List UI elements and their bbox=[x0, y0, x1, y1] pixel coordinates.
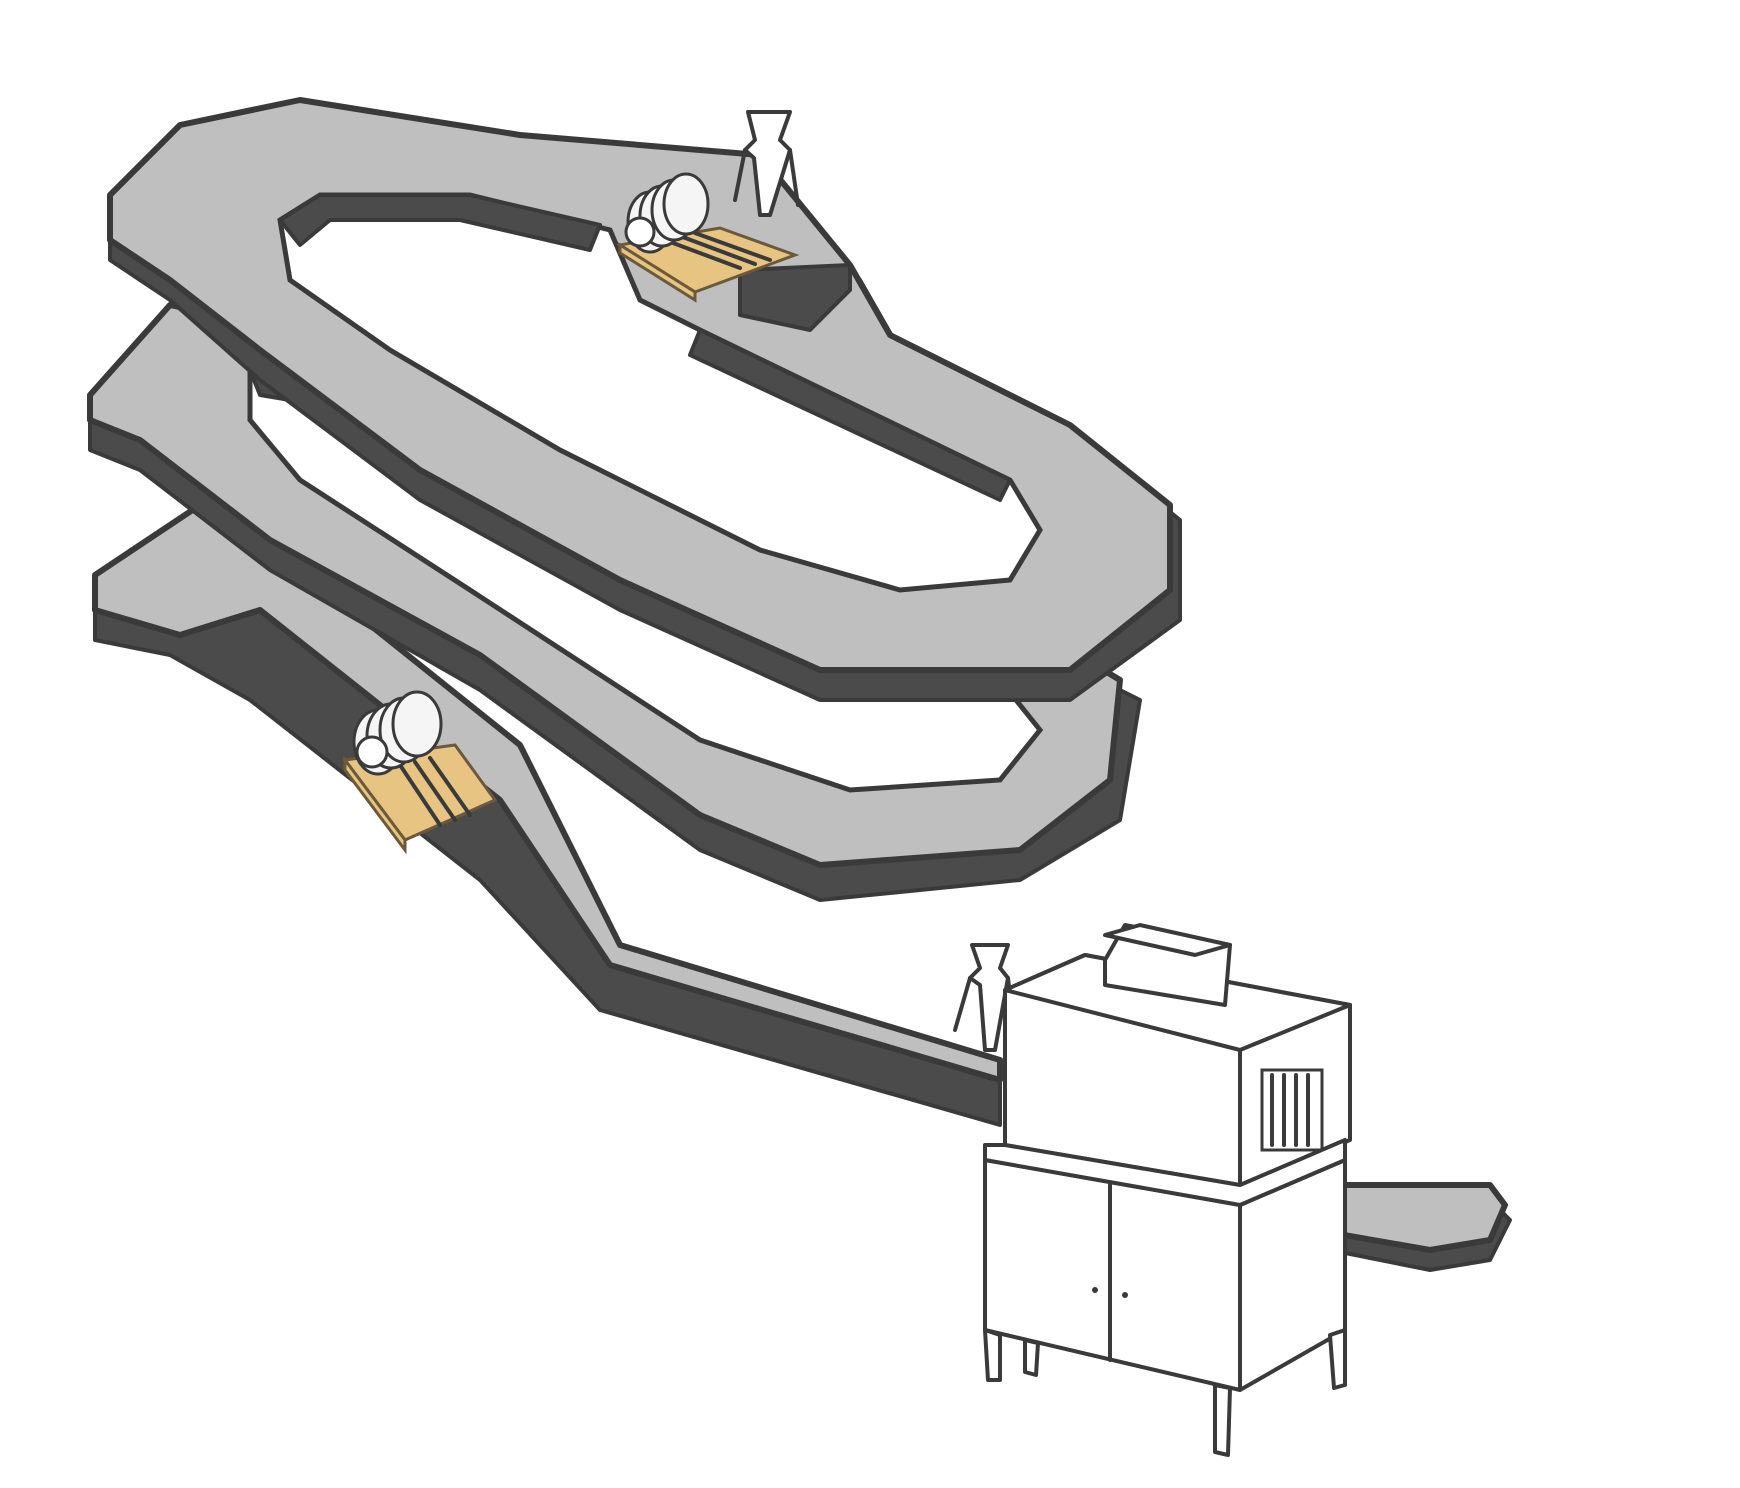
operator-top bbox=[733, 110, 800, 217]
plates-stack-top bbox=[624, 172, 710, 254]
plates-stack-bottom bbox=[352, 690, 443, 776]
conveyor-tier-top bbox=[107, 97, 1182, 702]
dish-rack-top bbox=[615, 172, 800, 303]
dish-rack-bottom bbox=[342, 690, 498, 855]
cabinet-handle-right bbox=[1122, 1292, 1128, 1298]
dishwasher-machine bbox=[983, 923, 1352, 1457]
cabinet-handle-left bbox=[1092, 1287, 1098, 1293]
